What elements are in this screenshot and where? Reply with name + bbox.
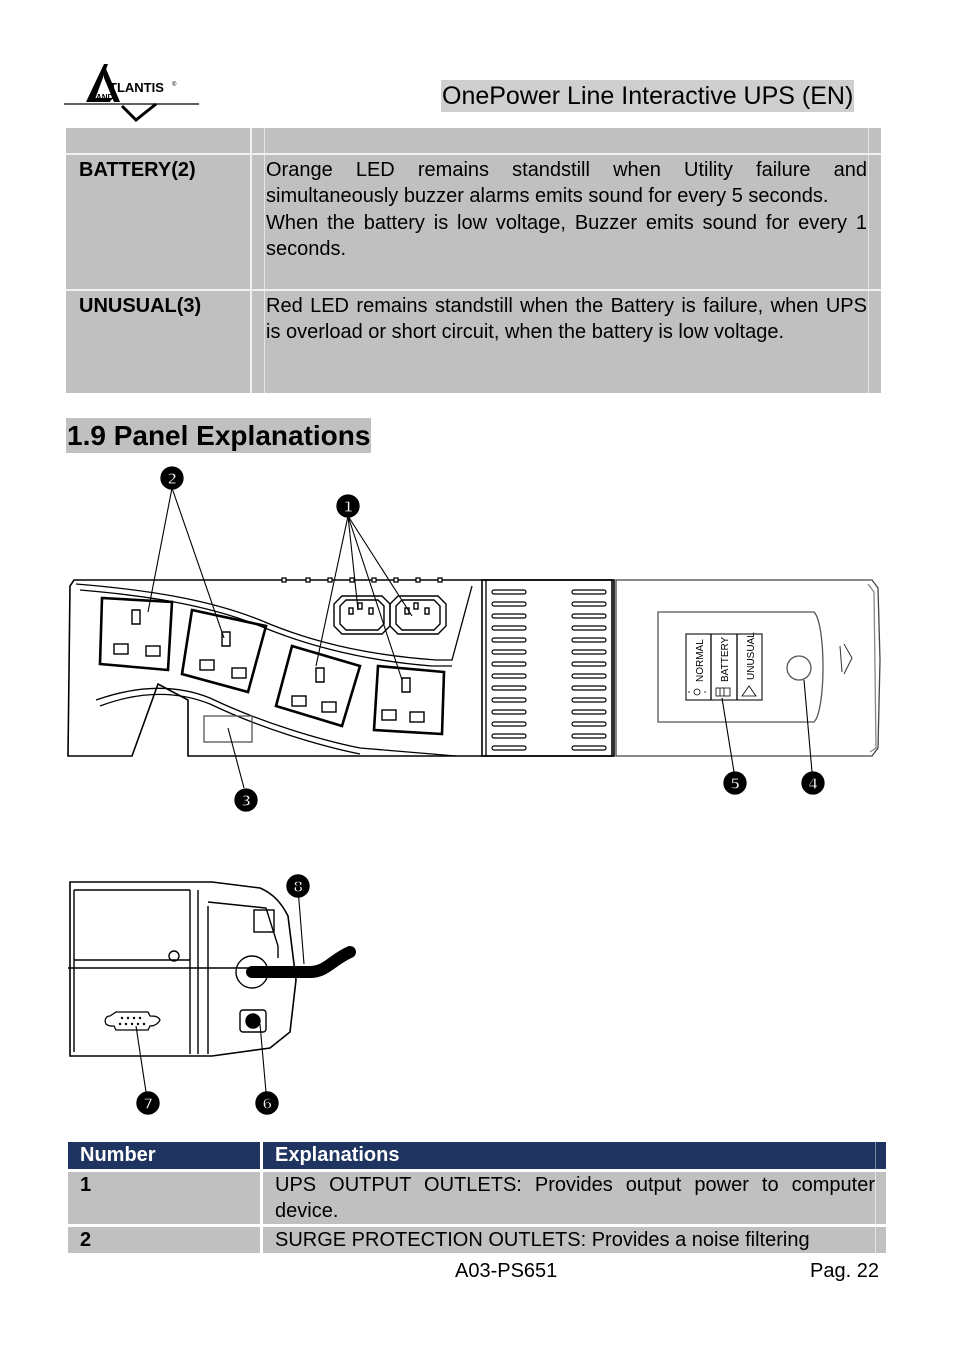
callout-5: 5 — [723, 771, 747, 795]
row-number: 2 — [68, 1224, 263, 1253]
callout-8: 8 — [286, 874, 310, 898]
svg-text:8: 8 — [293, 878, 303, 896]
svg-text:4: 4 — [808, 775, 818, 793]
svg-text:2: 2 — [167, 470, 177, 488]
footer-model-code: A03-PS651 — [455, 1260, 558, 1282]
led-label-battery: BATTERY(2) — [79, 159, 196, 181]
callout-7: 7 — [136, 1091, 160, 1115]
column-header-number: Number — [68, 1142, 263, 1171]
led-status-table: BATTERY(2) Orange LED remains standstill… — [66, 128, 881, 393]
warning-triangle-icon — [741, 685, 757, 697]
section-heading: 1.9 Panel Explanations — [66, 418, 372, 453]
row-explanation: SURGE PROTECTION OUTLETS: Provides a noi… — [261, 1224, 876, 1253]
battery-icon — [715, 687, 731, 697]
front-panel-diagram: NORMAL BATTERY UNUSUAL 2 1 3 5 4 — [60, 460, 890, 820]
led-label-unusual: UNUSUAL(3) — [79, 295, 202, 317]
svg-text:1: 1 — [343, 498, 353, 516]
svg-text:TLANTIS: TLANTIS — [109, 80, 164, 95]
light-bulb-icon — [688, 688, 706, 696]
row-explanation: UPS OUTPUT OUTLETS: Provides output powe… — [261, 1169, 876, 1226]
led-description-unusual: Red LED remains standstill when the Batt… — [266, 295, 867, 343]
table-row: UNUSUAL(3) Red LED remains standstill wh… — [66, 290, 881, 393]
column-header-explanations: Explanations — [261, 1142, 876, 1171]
callout-6: 6 — [255, 1091, 279, 1115]
document-title: OnePower Line Interactive UPS (EN) — [441, 80, 855, 112]
footer-page-number: Pag. 22 — [810, 1260, 879, 1282]
svg-text:7: 7 — [143, 1095, 153, 1113]
svg-text:AND: AND — [96, 93, 114, 102]
svg-text:6: 6 — [262, 1095, 272, 1113]
svg-text:®: ® — [172, 81, 177, 88]
rear-panel-diagram: 8 7 6 — [60, 860, 380, 1125]
panel-explanations-table: Number Explanations 1 UPS OUTPUT OUTLETS… — [68, 1142, 886, 1253]
table-row: BATTERY(2) Orange LED remains standstill… — [66, 154, 881, 291]
row-number: 1 — [68, 1169, 263, 1226]
svg-text:3: 3 — [241, 792, 251, 810]
led-description-battery-2: When the battery is low voltage, Buzzer … — [266, 212, 867, 260]
table-row: 1 UPS OUTPUT OUTLETS: Provides output po… — [68, 1169, 886, 1226]
callout-1: 1 — [336, 494, 360, 518]
callout-3: 3 — [234, 788, 258, 812]
power-button-icon — [786, 655, 812, 681]
led-description-battery-1: Orange LED remains standstill when Utili… — [266, 159, 867, 207]
led-normal-label: NORMAL — [695, 639, 706, 682]
table-header-row-blank — [66, 128, 881, 154]
callout-4: 4 — [801, 771, 825, 795]
svg-text:5: 5 — [730, 775, 740, 793]
led-unusual-label: UNUSUAL — [746, 632, 757, 680]
led-battery-label: BATTERY — [720, 636, 731, 682]
atlantis-land-logo: TLANTIS ® AND — [64, 60, 202, 126]
callout-2: 2 — [160, 466, 184, 490]
table-header-row: Number Explanations — [68, 1142, 886, 1171]
table-row: 2 SURGE PROTECTION OUTLETS: Provides a n… — [68, 1224, 886, 1253]
